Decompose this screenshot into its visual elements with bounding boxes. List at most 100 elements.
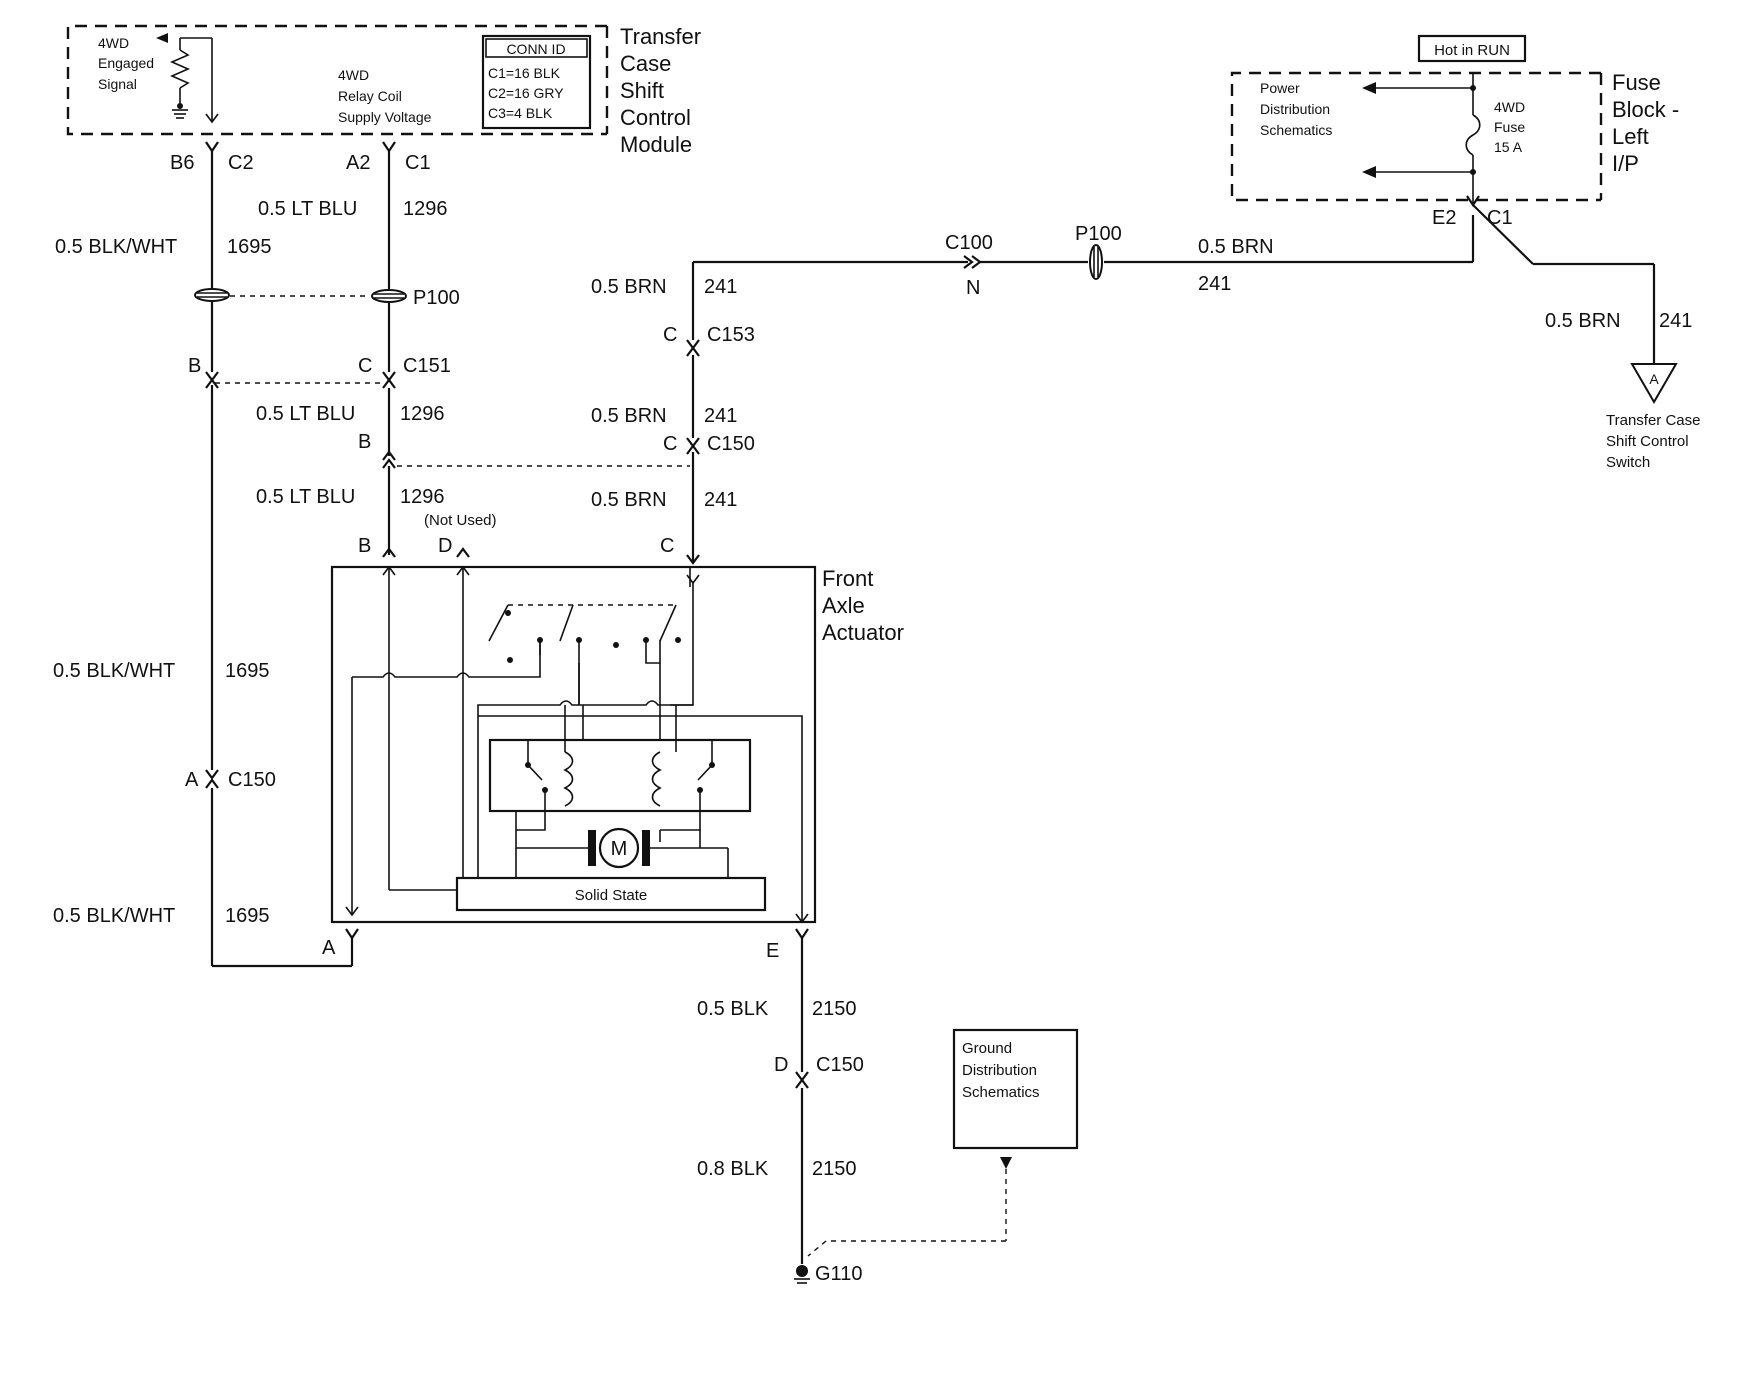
wire-241-fuse-color: 0.5 BRN <box>1198 236 1274 258</box>
tcscm-title-1: Transfer <box>620 24 701 49</box>
wire-241-fuse-num: 241 <box>1198 273 1231 295</box>
actuator-pin-a-label: A <box>322 937 336 959</box>
g110-ground: G110 <box>794 1263 862 1285</box>
ground-g110-label: G110 <box>815 1263 862 1285</box>
wire-1296-top-num: 1296 <box>403 198 448 220</box>
c151-pin-c: C <box>358 355 372 377</box>
c151-left-connector: B <box>188 355 219 389</box>
engaged-signal-2: Engaged <box>98 55 154 71</box>
conn-id-header: CONN ID <box>506 41 565 57</box>
actuator-pin-a: A <box>322 928 359 959</box>
fuse-block-title-2: Block - <box>1612 97 1679 122</box>
actuator-pin-b-label: B <box>358 535 371 557</box>
c151-pin-b: B <box>188 355 201 377</box>
c150-left-conn: C150 <box>228 769 276 791</box>
c150-left-connector: A C150 <box>185 769 276 791</box>
c153-conn: C153 <box>707 324 755 346</box>
wire-2150-top-num: 2150 <box>812 998 857 1020</box>
conn-c1: C1 <box>405 152 431 174</box>
fuse-block-title-4: I/P <box>1612 151 1639 176</box>
wire-241-mid-color: 0.5 BRN <box>591 405 667 427</box>
conn-id-row-3: C3=4 BLK <box>488 105 553 121</box>
p100-label-left: P100 <box>413 287 460 309</box>
c100-pin-n: N <box>966 277 980 299</box>
power-dist-1: Power <box>1260 80 1300 96</box>
wire-1695-top-color: 0.5 BLK/WHT <box>55 236 177 258</box>
c153-connector: C C153 <box>663 324 755 357</box>
pin-a2: A2 <box>346 152 370 174</box>
tcscm-title-3: Shift <box>620 78 664 103</box>
pin-b6: B6 <box>170 152 194 174</box>
c153-pin-c: C <box>663 324 677 346</box>
hot-in-run-label: Hot in RUN <box>1434 42 1510 59</box>
c150-pin-a: A <box>185 769 199 791</box>
solid-state-module <box>455 876 767 912</box>
fuse-label-3: 15 A <box>1494 139 1523 155</box>
solid-state-label: Solid State <box>575 887 648 904</box>
power-dist-3: Schematics <box>1260 122 1332 138</box>
actuator-pin-d-label: D <box>438 535 452 557</box>
actuator-pin-e-label: E <box>766 940 779 962</box>
c150-low-pin-d: D <box>774 1054 788 1076</box>
c151-conn: C151 <box>403 355 451 377</box>
offpage-ref-a: A <box>1649 371 1659 387</box>
actuator-title-2: Axle <box>822 593 865 618</box>
actuator-pin-d: D <box>438 535 470 558</box>
circuit-1695 <box>210 151 354 968</box>
wire-241-top-color: 0.5 BRN <box>591 276 667 298</box>
actuator-title-3: Actuator <box>822 620 904 645</box>
ground-dist-3: Schematics <box>962 1084 1040 1101</box>
fuse-label-2: Fuse <box>1494 119 1525 135</box>
c150-mid-pin-c: C <box>663 433 677 455</box>
c100-connector: C100 N <box>945 232 993 299</box>
engaged-signal-1: 4WD <box>98 35 129 51</box>
conn-id-row-1: C1=16 BLK <box>488 65 561 81</box>
conn-id-table: CONN ID C1=16 BLK C2=16 GRY C3=4 BLK <box>481 34 592 130</box>
wire-1695-mid-num: 1695 <box>225 660 270 682</box>
wire-241-right-color: 0.5 BRN <box>1545 310 1621 332</box>
motor-icon: M <box>515 811 729 878</box>
wire-1695-mid-color: 0.5 BLK/WHT <box>53 660 175 682</box>
wire-241-top-num: 241 <box>704 276 737 298</box>
fuse-block-left-ip: Hot in RUN Fuse Block - Left I/P Power D… <box>1230 34 1679 229</box>
conn-c2: C2 <box>228 152 254 174</box>
fuse-icon <box>1465 114 1481 156</box>
ground-distribution-ref: Ground Distribution Schematics <box>807 1028 1079 1257</box>
relay-coil-1: 4WD <box>338 67 369 83</box>
c150-low-connector: D C150 <box>774 1054 864 1089</box>
p100-label-right: P100 <box>1075 223 1122 245</box>
tcscm-title-2: Case <box>620 51 671 76</box>
wire-1296-mid-color: 0.5 LT BLU <box>256 403 355 425</box>
fuse-block-title-1: Fuse <box>1612 70 1661 95</box>
tcscm-connector-c2: B6 C2 <box>170 141 254 174</box>
relay-coil-2: Relay Coil <box>338 88 402 104</box>
wire-2150-top-color: 0.5 BLK <box>697 998 769 1020</box>
transfer-switch-3: Switch <box>1606 454 1650 471</box>
wire-1296-mid-num: 1296 <box>400 403 445 425</box>
c151-right-connector: C C151 <box>358 355 451 389</box>
wire-241-right-num: 241 <box>1659 310 1692 332</box>
internal-ground-icon <box>172 103 188 119</box>
wire-1296-low-color: 0.5 LT BLU <box>256 486 355 508</box>
wire-1296-low-num: 1296 <box>400 486 445 508</box>
c100-conn: C100 <box>945 232 993 254</box>
actuator-pin-b: B <box>358 535 396 558</box>
fuse-label-1: 4WD <box>1494 99 1525 115</box>
ground-dist-2: Distribution <box>962 1062 1037 1079</box>
wire-1296-top-color: 0.5 LT BLU <box>258 198 357 220</box>
hot-in-run-box <box>1417 34 1527 63</box>
wire-1695-top-num: 1695 <box>227 236 272 258</box>
front-axle-actuator: Front Axle Actuator <box>330 565 904 924</box>
engaged-signal-3: Signal <box>98 76 137 92</box>
fuse-pin-e2: E2 <box>1432 207 1456 229</box>
wire-1695-low-num: 1695 <box>225 905 270 927</box>
tcscm-title-4: Control <box>620 105 691 130</box>
offpage-triangle-icon <box>1630 363 1678 404</box>
p100-splice-left <box>194 288 230 302</box>
c150-pin-b: B <box>358 431 371 453</box>
transfer-case-switch-ref: A Transfer Case Shift Control Switch <box>1606 363 1700 471</box>
c150-mid-connector-241: C C150 <box>663 433 755 455</box>
wire-241-mid-num: 241 <box>704 405 737 427</box>
wire-1695-low-color: 0.5 BLK/WHT <box>53 905 175 927</box>
